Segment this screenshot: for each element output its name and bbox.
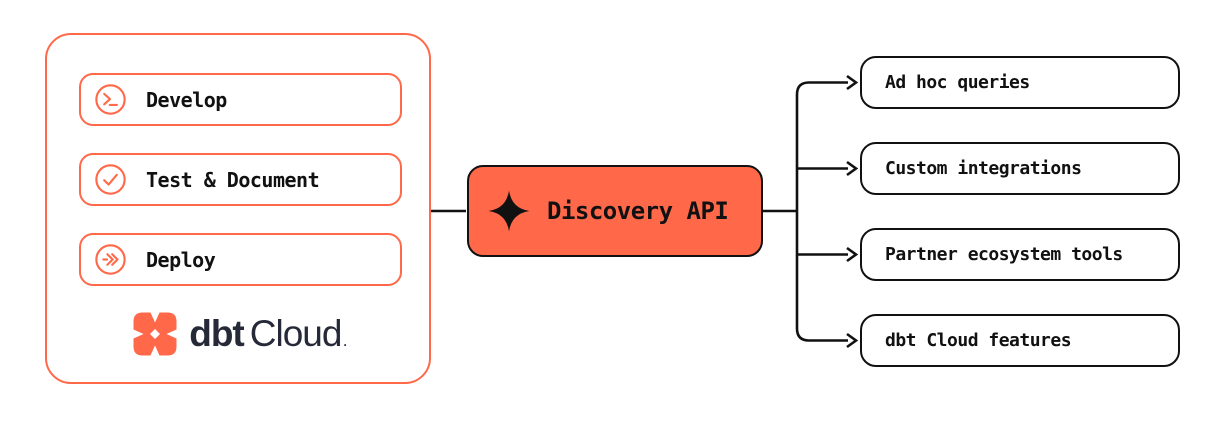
logo-trademark: . bbox=[343, 335, 347, 349]
stage-develop: Develop bbox=[79, 73, 402, 126]
discovery-api-label: Discovery API bbox=[547, 197, 729, 225]
check-circle-icon bbox=[95, 164, 126, 195]
dbt-logo-icon bbox=[133, 312, 177, 356]
output-ad-hoc-queries-label: Ad hoc queries bbox=[885, 72, 1030, 93]
arrowhead-1 bbox=[846, 74, 859, 91]
dbt-cloud-logo: dbt Cloud . bbox=[47, 306, 429, 362]
stage-deploy-label: Deploy bbox=[146, 247, 216, 272]
connector-spine-down-bottom-arrow bbox=[795, 211, 848, 342]
logo-cloud-text: Cloud bbox=[249, 313, 343, 354]
output-ad-hoc-queries: Ad hoc queries bbox=[860, 56, 1180, 109]
discovery-api-node: Discovery API bbox=[467, 165, 763, 257]
connector-spine-up-top-arrow bbox=[795, 81, 848, 211]
stage-deploy: Deploy bbox=[79, 233, 402, 286]
stage-test-document: Test & Document bbox=[79, 153, 402, 206]
dbt-cloud-wordmark: dbt Cloud . bbox=[189, 313, 347, 355]
arrowhead-2 bbox=[846, 160, 859, 177]
output-dbt-cloud-features: dbt Cloud features bbox=[860, 314, 1180, 367]
stage-develop-label: Develop bbox=[146, 87, 227, 112]
logo-dbt-text: dbt bbox=[189, 313, 245, 354]
arrowhead-3 bbox=[846, 246, 859, 263]
output-custom-integrations: Custom integrations bbox=[860, 142, 1180, 195]
output-partner-ecosystem-tools-label: Partner ecosystem tools bbox=[885, 244, 1123, 265]
output-custom-integrations-label: Custom integrations bbox=[885, 158, 1082, 179]
output-partner-ecosystem-tools: Partner ecosystem tools bbox=[860, 228, 1180, 281]
stage-test-document-label: Test & Document bbox=[146, 167, 320, 192]
sparkle-icon bbox=[488, 190, 530, 232]
arrowhead-4 bbox=[846, 332, 859, 349]
fast-forward-icon bbox=[95, 244, 126, 275]
output-dbt-cloud-features-label: dbt Cloud features bbox=[885, 330, 1072, 351]
terminal-prompt-icon bbox=[95, 84, 126, 115]
dbt-cloud-panel: Develop Test & Document Deploy dbt bbox=[45, 33, 431, 384]
